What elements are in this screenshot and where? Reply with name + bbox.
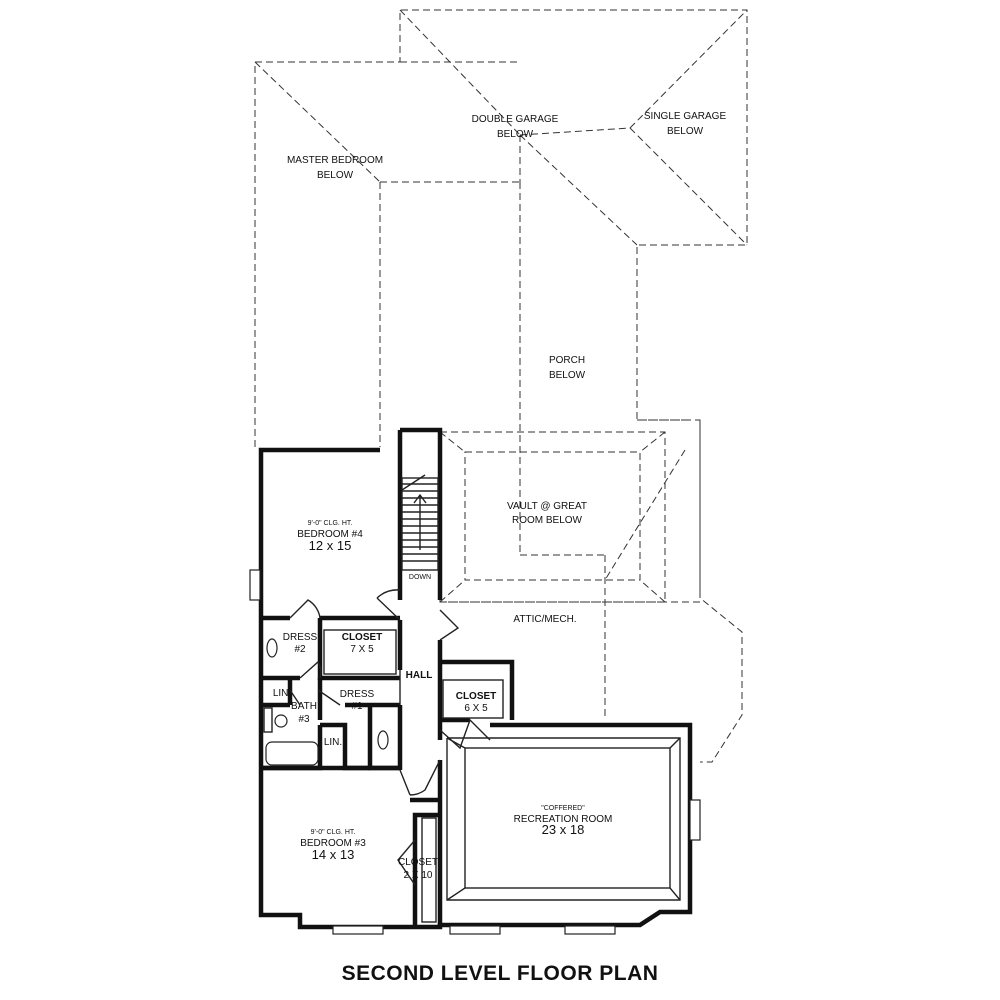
- dress1-label: #1: [351, 701, 363, 712]
- vault-hip-line: [639, 579, 666, 603]
- vault-hip-line: [639, 431, 666, 453]
- exterior-wall: [400, 427, 443, 600]
- below-outlines: [254, 9, 748, 763]
- roof-ridge-line: [399, 9, 521, 136]
- shelf: [421, 817, 437, 923]
- roof-ridge-line: [629, 9, 748, 129]
- door-swing: [376, 589, 401, 621]
- windows: [249, 569, 701, 935]
- attic-label: ATTIC/MECH.: [513, 614, 576, 625]
- stair-arrowhead: [413, 493, 427, 504]
- closet-7x5-label: 7 X 5: [350, 644, 374, 655]
- recreation-note-label: "COFFERED": [541, 805, 585, 812]
- window-icon: [564, 925, 616, 935]
- single-garage-below-label: BELOW: [667, 126, 704, 137]
- roof-ridge-line: [254, 61, 381, 183]
- roof-ridge-line: [519, 127, 631, 136]
- roof-ridge-line: [629, 127, 748, 246]
- bath3-label: BATH: [291, 701, 317, 712]
- roof-ridge-line: [519, 134, 638, 246]
- coffer-corner-line: [669, 737, 681, 749]
- dress2-label: DRESS: [283, 632, 318, 643]
- fixtures: [263, 629, 504, 923]
- door-swing: [439, 718, 491, 750]
- hall-label: HALL: [406, 670, 433, 681]
- dress2-label: #2: [294, 644, 306, 655]
- porch-below-label: BELOW: [549, 370, 586, 381]
- closet-6x5-label: CLOSET: [456, 691, 497, 702]
- closet-2x10-label: 2 X 10: [404, 870, 433, 881]
- vault-hip-line: [604, 449, 686, 581]
- bath3-label: #3: [298, 714, 310, 725]
- closet-6x5-label: 6 X 5: [464, 703, 488, 714]
- stair-break: [401, 474, 426, 491]
- closet-2x10-label: CLOSET: [398, 857, 438, 868]
- door-swing: [399, 759, 441, 796]
- porch-below-label: PORCH: [549, 355, 585, 366]
- vault-below-label: VAULT @ GREAT: [507, 501, 587, 512]
- bedroom3-ceiling-label: 9'-0" CLG. HT.: [311, 829, 356, 836]
- dress1-label: DRESS: [340, 689, 375, 700]
- door-swing: [289, 689, 341, 706]
- labels: MASTER BEDROOM BELOW DOUBLE GARAGE BELOW…: [273, 111, 727, 881]
- window-icon: [249, 569, 261, 601]
- toilet-icon: [377, 730, 389, 750]
- down-label: DOWN: [409, 574, 431, 581]
- floor-plan-drawing: MASTER BEDROOM BELOW DOUBLE GARAGE BELOW…: [249, 9, 748, 935]
- shelf: [442, 679, 504, 719]
- double-garage-below-label: DOUBLE GARAGE: [472, 114, 559, 125]
- staircase: [401, 474, 439, 571]
- bedroom4-ceiling-label: 9'-0" CLG. HT.: [308, 520, 353, 527]
- single-garage-below-label: SINGLE GARAGE: [644, 111, 727, 122]
- door-swing: [397, 839, 416, 886]
- lin-label: LIN.: [273, 688, 291, 699]
- bedroom4-name-label: BEDROOM #4: [297, 529, 363, 540]
- vault-inner-outline: [464, 451, 641, 581]
- plan-title: SECOND LEVEL FLOOR PLAN: [341, 962, 659, 985]
- coffer-corner-line: [669, 887, 681, 901]
- recreation-size-label: 23 x 18: [542, 822, 585, 837]
- walls: [258, 427, 693, 930]
- exterior-wall: [258, 447, 693, 930]
- bathtub-icon: [265, 741, 319, 766]
- door-swing: [439, 609, 460, 641]
- toilet-icon: [266, 638, 278, 658]
- master-bedroom-below-label: MASTER BEDROOM: [287, 155, 383, 166]
- coffer-corner-line: [446, 887, 466, 901]
- closet-wall: [440, 659, 515, 720]
- master-bedroom-below-label: BELOW: [317, 170, 354, 181]
- door-swing: [299, 660, 322, 679]
- vanity: [263, 707, 273, 733]
- closet-wall: [412, 812, 440, 925]
- window-icon: [689, 799, 701, 841]
- vault-hip-line: [439, 579, 466, 603]
- coffer-inner: [464, 747, 671, 889]
- door-swing: [289, 599, 321, 619]
- window-icon: [449, 925, 501, 935]
- window-icon: [332, 925, 384, 935]
- vault-below-label: ROOM BELOW: [512, 515, 583, 526]
- closet-7x5-label: CLOSET: [342, 632, 383, 643]
- bedroom3-size-label: 14 x 13: [312, 847, 355, 862]
- sink-icon: [274, 714, 288, 728]
- bedroom4-size-label: 12 x 15: [309, 538, 352, 553]
- doors: [289, 589, 491, 886]
- shelf: [323, 629, 397, 675]
- double-garage-below-label: BELOW: [497, 129, 534, 140]
- recreation-name-label: RECREATION ROOM: [514, 814, 613, 825]
- lin-label: LIN.: [324, 737, 342, 748]
- bedroom3-name-label: BEDROOM #3: [300, 838, 366, 849]
- vault-hip-line: [439, 431, 466, 453]
